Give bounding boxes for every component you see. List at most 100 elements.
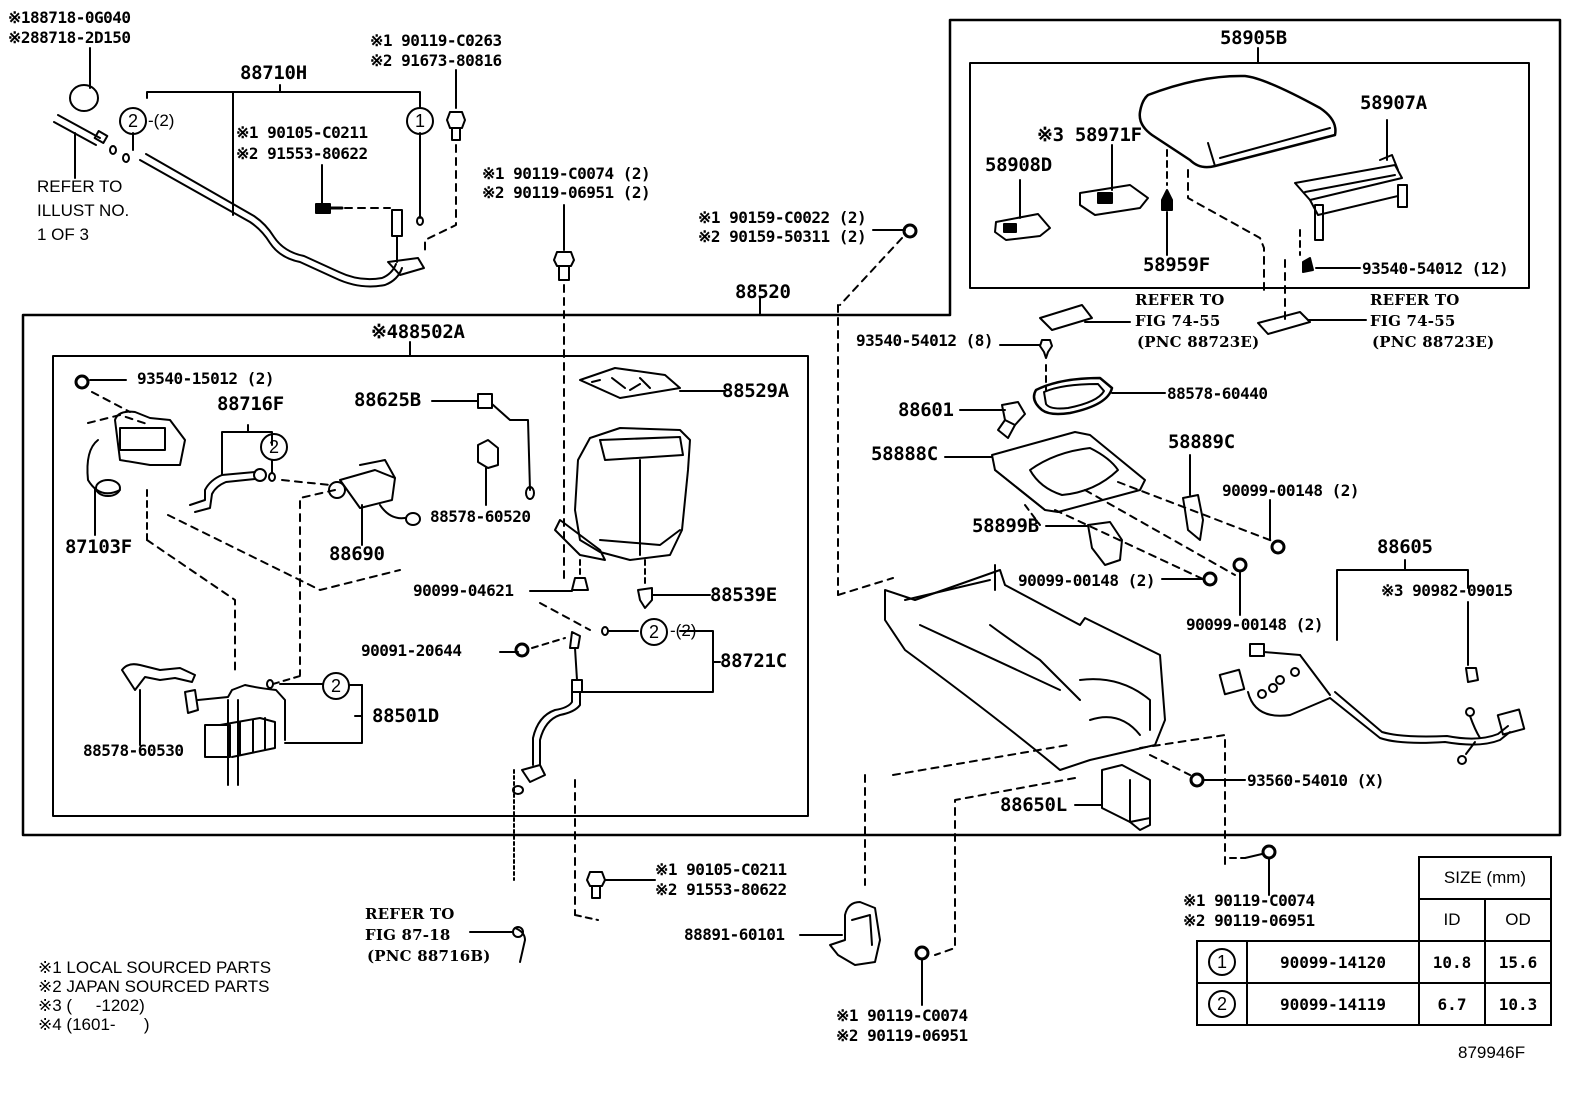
bolt-h-local[interactable]: ※1 90119-C0074 (1183, 891, 1315, 910)
inner-assembly-drawings (74, 367, 1277, 1006)
part-88578-60530[interactable]: 88578-60530 (83, 741, 184, 760)
part-88690[interactable]: 88690 (329, 543, 385, 565)
bracket-88891-60101[interactable]: 88891-60101 (684, 925, 785, 944)
refer-fig-87-line2[interactable]: FIG 87-18 (365, 926, 451, 944)
oring-id: 10.8 (1418, 940, 1486, 984)
oring-ref-2: 2 (1208, 990, 1236, 1018)
outer-assembly-label[interactable]: 88520 (735, 281, 791, 303)
bolt-f-japan[interactable]: ※2 91553-80622 (655, 880, 787, 899)
refer-fig-87-line1: REFER TO (365, 905, 455, 923)
part-58899b[interactable]: 58899B (972, 515, 1039, 537)
bolt-h-japan[interactable]: ※2 90119-06951 (1183, 911, 1315, 930)
screw-93540-54012-12[interactable]: 93540-54012 (12) (1362, 259, 1509, 278)
refer-illust-line2: ILLUST NO. (37, 201, 130, 220)
oring-callout-2-evap: 2 (322, 672, 350, 700)
refer-fig-a-line2[interactable]: FIG 74-55 (1135, 312, 1221, 330)
table-row[interactable]: 1 90099-14120 10.8 15.6 (1196, 940, 1552, 984)
bolt-b-local[interactable]: ※1 90105-C0211 (236, 123, 368, 142)
table-header-row: SIZE (mm) (1197, 856, 1552, 900)
cap-part-local[interactable]: ※188718-0G040 (8, 8, 131, 27)
armrest-assembly-label[interactable]: 58905B (1220, 27, 1287, 49)
inner-assembly-frame (52, 355, 809, 817)
refer-fig-b-line3: (PNC 88723E) (1372, 333, 1495, 351)
bolt-d-japan[interactable]: ※2 90159-50311 (2) (698, 227, 867, 246)
illustration-code: 879946F (1458, 1043, 1526, 1062)
refer-fig-87-line3: (PNC 88716B) (367, 947, 491, 965)
part-58971f[interactable]: ※3 58971F (1037, 124, 1142, 146)
part-88625b[interactable]: 88625B (354, 389, 421, 411)
part-58889c[interactable]: 58889C (1168, 431, 1235, 453)
oring-od: 15.6 (1484, 940, 1552, 984)
bolt-93560-54010[interactable]: 93560-54010 (X) (1247, 771, 1385, 790)
gasket-88578-60440[interactable]: 88578-60440 (1167, 384, 1268, 403)
oring-callout-2: 2 (119, 107, 147, 135)
clip-90099-00148-c[interactable]: 90099-00148 (2) (1186, 615, 1324, 634)
size-header: SIZE (mm) (1418, 856, 1552, 900)
part-58907a[interactable]: 58907A (1360, 92, 1427, 114)
footnote-1: ※1 LOCAL SOURCED PARTS (38, 958, 272, 977)
refer-fig-b-line1: REFER TO (1370, 291, 1460, 309)
part-88529a[interactable]: 88529A (722, 380, 789, 402)
footnote-4: ※4 (1601- ) (38, 1015, 150, 1034)
bolt-a-japan[interactable]: ※2 91673-80816 (370, 51, 502, 70)
refer-fig-b-line2[interactable]: FIG 74-55 (1370, 312, 1456, 330)
part-58888c[interactable]: 58888C (871, 443, 938, 465)
cap-part-japan[interactable]: ※288718-2D150 (8, 28, 131, 47)
oring-callout-2-inner: 2 (260, 433, 288, 461)
part-88578-60520[interactable]: 88578-60520 (430, 507, 531, 526)
bolt-f-local[interactable]: ※1 90105-C0211 (655, 860, 787, 879)
bolt-c-japan[interactable]: ※2 90119-06951 (2) (482, 183, 651, 202)
bolt-b-japan[interactable]: ※2 91553-80622 (236, 144, 368, 163)
oring-callout-2-pipe: 2 (640, 618, 668, 646)
screw-93540-54012-8[interactable]: 93540-54012 (8) (856, 331, 994, 350)
footnote-3: ※3 ( -1202) (38, 996, 145, 1015)
bolt-g-japan[interactable]: ※2 90119-06951 (836, 1026, 968, 1045)
oring-part-number[interactable]: 90099-14120 (1246, 940, 1420, 984)
console-parts-drawing (864, 304, 1526, 956)
refer-illust-line3: 1 OF 3 (37, 225, 89, 244)
clip-90099-00148-b[interactable]: 90099-00148 (2) (1018, 571, 1156, 590)
clip-90099-00148-a[interactable]: 90099-00148 (2) (1222, 481, 1360, 500)
bolt-d-local[interactable]: ※1 90159-C0022 (2) (698, 208, 867, 227)
screw-90099-04621[interactable]: 90099-04621 (413, 581, 514, 600)
screw-93540-15012[interactable]: 93540-15012 (2) (137, 369, 275, 388)
hose-assembly-label[interactable]: 88710H (240, 62, 307, 84)
oring-part-number[interactable]: 90099-14119 (1246, 982, 1420, 1026)
oring-id: 6.7 (1418, 982, 1486, 1026)
armrest-drawings (994, 74, 1408, 321)
harness-sub-part[interactable]: ※3 90982-09015 (1381, 581, 1513, 600)
oring-callout-1: 1 (406, 107, 434, 135)
bolt-g-local[interactable]: ※1 90119-C0074 (836, 1006, 968, 1025)
oring-size-table: SIZE (mm) ID OD 1 90099-14120 10.8 15.6 … (1196, 856, 1552, 1026)
refer-fig-a-line3: (PNC 88723E) (1137, 333, 1260, 351)
evaporator-label[interactable]: 88501D (372, 705, 439, 727)
harness-assembly-label[interactable]: 88605 (1377, 536, 1433, 558)
hose-assembly-drawing (53, 47, 466, 288)
table-subheader-row: ID OD (1197, 898, 1552, 942)
part-87103f[interactable]: 87103F (65, 536, 132, 558)
part-58908d[interactable]: 58908D (985, 154, 1052, 176)
top-middle-fasteners (553, 204, 918, 596)
armrest-assembly-frame (969, 62, 1530, 289)
refer-fig-a-line1: REFER TO (1135, 291, 1225, 309)
nut-90091-20644[interactable]: 90091-20644 (361, 641, 462, 660)
part-58959f[interactable]: 58959F (1143, 254, 1210, 276)
part-88601[interactable]: 88601 (898, 399, 954, 421)
id-header: ID (1418, 898, 1486, 942)
cooler-pipe-label[interactable]: 88721C (720, 650, 787, 672)
part-88539e[interactable]: 88539E (710, 584, 777, 606)
footnote-2: ※2 JAPAN SOURCED PARTS (38, 977, 270, 996)
oring-qty: -(2) (148, 111, 175, 130)
part-88650l[interactable]: 88650L (1000, 794, 1067, 816)
sensor-hose-label[interactable]: 88716F (217, 393, 284, 415)
refer-illust-line1: REFER TO (37, 177, 123, 196)
bolt-a-local[interactable]: ※1 90119-C0263 (370, 31, 502, 50)
oring-qty-pipe: -(2) (670, 621, 697, 640)
bolt-c-local[interactable]: ※1 90119-C0074 (2) (482, 164, 651, 183)
table-row[interactable]: 2 90099-14119 6.7 10.3 (1196, 982, 1552, 1026)
oring-od: 10.3 (1484, 982, 1552, 1026)
inner-assembly-label[interactable]: ※488502A (371, 321, 465, 343)
od-header: OD (1484, 898, 1552, 942)
